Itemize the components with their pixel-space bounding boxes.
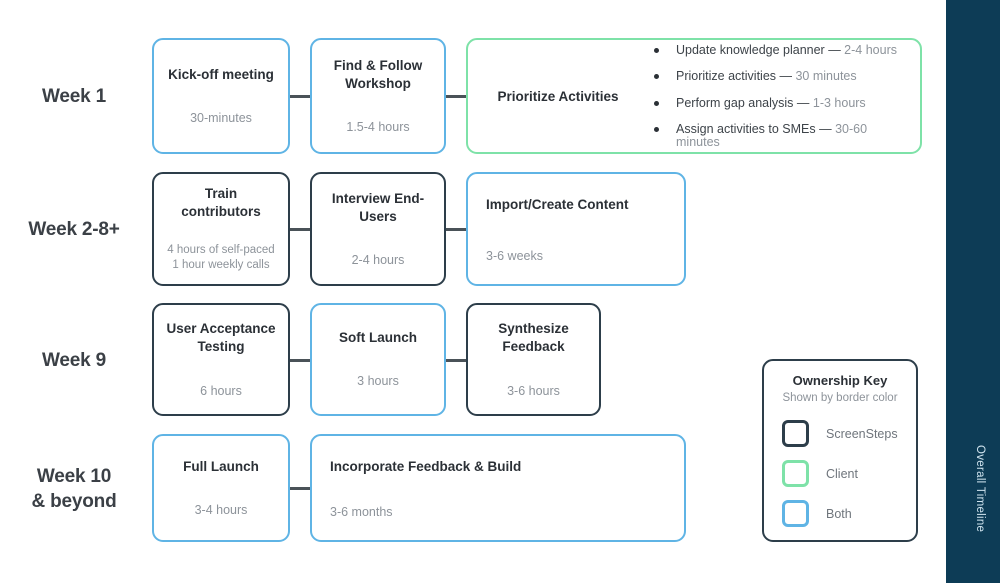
timeline-row-week-10: Week 10& beyond Full Launch 3-4 hours In… [0, 434, 946, 542]
bullet-duration: 2-4 hours [844, 42, 897, 57]
task-duration: 3-6 hours [507, 383, 560, 398]
task-box-soft-launch[interactable]: Soft Launch 3 hours [310, 303, 446, 416]
task-duration: 3-6 months [330, 504, 393, 519]
legend-item-label: Both [826, 506, 852, 521]
task-duration: 3-4 hours [194, 502, 248, 517]
row-label-week-9: Week 9 [42, 350, 106, 371]
color-swatch-screensteps-icon [782, 420, 809, 447]
legend-title: Ownership Key [792, 373, 888, 388]
task-title: Synthesize Feedback [498, 321, 569, 355]
task-duration: 1.5-4 hours [346, 120, 410, 135]
task-box-prioritize-activities[interactable]: Prioritize Activities Update knowledge p… [466, 38, 922, 154]
sidebar-vertical-label: Overall Timeline [974, 445, 986, 533]
task-duration: 2-4 hours [351, 253, 405, 268]
task-box-kick-off-meeting[interactable]: Kick-off meeting 30-minutes [152, 38, 290, 154]
task-box-synthesize-feedback[interactable]: Synthesize Feedback 3-6 hours [466, 303, 601, 416]
row-label-week-2-8: Week 2-8+ [28, 219, 120, 240]
task-title: Soft Launch [339, 330, 417, 346]
timeline-canvas: Week 1 Kick-off meeting 30-minutes Find … [0, 38, 946, 542]
activity-bullet-list: Update knowledge planner — 2-4 hours Pri… [632, 44, 906, 149]
task-box-full-launch[interactable]: Full Launch 3-4 hours [152, 434, 290, 542]
task-box-incorporate-feedback-build[interactable]: Incorporate Feedback & Build 3-6 months [310, 434, 686, 542]
legend-item-label: Client [826, 466, 858, 481]
connector [290, 487, 310, 490]
connector [290, 359, 310, 362]
legend-item-client: Client [764, 460, 916, 487]
timeline-row-week-1: Week 1 Kick-off meeting 30-minutes Find … [0, 38, 946, 154]
color-swatch-client-icon [782, 460, 809, 487]
legend-subtitle: Shown by border color [782, 392, 898, 404]
bullet-duration: 30 minutes [795, 69, 857, 84]
task-title: Find & Follow Workshop [333, 57, 423, 91]
timeline-row-week-2-8: Week 2-8+ Train contributors 4 hours of … [0, 172, 946, 286]
sidebar-panel [954, 0, 1000, 583]
list-item: Prioritize activities — 30 minutes [646, 70, 906, 83]
ownership-key-legend: Ownership Key Shown by border color Scre… [762, 359, 918, 542]
bullet-text: Prioritize activities [676, 69, 777, 84]
color-swatch-both-icon [782, 500, 809, 527]
task-title: User Acceptance Testing [166, 321, 276, 355]
list-item: Perform gap analysis — 1-3 hours [646, 97, 906, 110]
legend-item-screensteps: ScreenSteps [764, 420, 916, 447]
task-box-import-create-content[interactable]: Import/Create Content 3-6 weeks [466, 172, 686, 286]
task-duration: 30-minutes [190, 110, 252, 125]
task-duration: 4 hours of self-paced 1 hour weekly call… [167, 244, 275, 272]
task-title: Kick-off meeting [168, 66, 274, 82]
task-duration: 3-6 weeks [486, 248, 543, 263]
task-duration: 6 hours [200, 383, 242, 398]
row-label-week-10: Week 10& beyond [31, 466, 117, 513]
list-item: Assign activities to SMEs — 30-60 minute… [646, 123, 906, 148]
connector [290, 228, 310, 231]
task-title: Import/Create Content [486, 197, 629, 212]
legend-item-both: Both [764, 500, 916, 527]
task-title: Prioritize Activities [497, 88, 619, 104]
row-label-week-1: Week 1 [42, 86, 106, 107]
right-sidebar: Overall Timeline [946, 0, 1000, 583]
bullet-text: Update knowledge planner [676, 42, 825, 57]
task-duration: 3 hours [357, 374, 399, 389]
bullet-duration: 30-60 minutes [676, 122, 868, 149]
task-box-interview-end-users[interactable]: Interview End-Users 2-4 hours [310, 172, 446, 286]
timeline-row-week-9: Week 9 User Acceptance Testing 6 hours S… [0, 303, 946, 416]
task-title: Interview End-Users [331, 190, 425, 224]
task-title: Full Launch [183, 458, 259, 474]
task-title: Train contributors [181, 185, 261, 220]
connector [446, 95, 466, 98]
bullet-duration: 1-3 hours [812, 95, 866, 110]
bullet-text: Assign activities to SMEs [676, 122, 816, 137]
connector [446, 228, 466, 231]
list-item: Update knowledge planner — 2-4 hours [646, 44, 906, 57]
legend-item-label: ScreenSteps [826, 426, 898, 441]
bullet-text: Perform gap analysis [676, 95, 794, 110]
task-title: Incorporate Feedback & Build [330, 459, 522, 474]
task-box-find-follow-workshop[interactable]: Find & Follow Workshop 1.5-4 hours [310, 38, 446, 154]
task-box-user-acceptance-testing[interactable]: User Acceptance Testing 6 hours [152, 303, 290, 416]
connector [290, 95, 310, 98]
connector [446, 359, 466, 362]
task-box-train-contributors[interactable]: Train contributors 4 hours of self-paced… [152, 172, 290, 286]
